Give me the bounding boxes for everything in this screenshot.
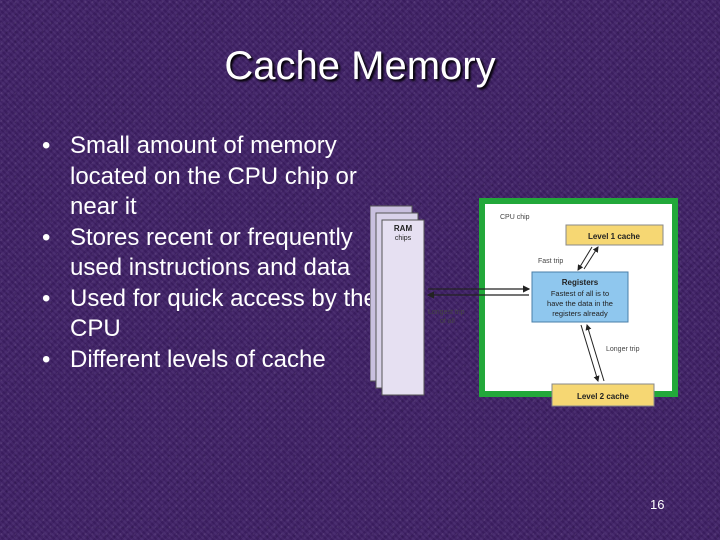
ram-sublabel: chips [395,235,412,242]
fast-trip-label: Fast trip [538,258,563,265]
slide-title: Cache Memory [224,44,496,88]
bullet-dot-icon: • [42,345,51,373]
level2-cache-label: Level 2 cache [577,392,630,401]
arrow-registers-to-l1 [583,246,599,270]
level1-cache-box [565,224,664,246]
longest-trip-label: Longest trip [428,309,465,316]
cache-diagram: RAM chips CPU chip Level 1 cache Registe… [369,195,688,410]
cpu-chip-label: CPU chip [500,214,530,221]
arrow-l2-to-registers [585,324,605,382]
registers-text-2: have the data in the [547,299,613,308]
bullet-item: • Stores recent or frequently used instru… [42,223,382,284]
arrow-registers-to-l2 [580,324,600,382]
level1-cache-label: Level 1 cache [588,232,641,241]
registers-text-1: Fastest of all is to [551,289,609,298]
bullet-item: • Small amount of memory located on the C… [42,131,382,223]
registers-title: Registers [562,278,599,287]
bullet-dot-icon: • [42,132,51,159]
longer-trip-label: Longer trip [606,346,640,353]
ram-chips: RAM chips [369,205,425,396]
bullet-dot-icon: • [42,223,51,251]
bullet-text: Stores recent or frequently used instruc… [70,223,353,282]
bullet-list: • Small amount of memory located on the C… [42,131,382,375]
bullet-dot-icon: • [42,284,51,312]
bullet-item: • Used for quick access by the CPU [42,284,382,345]
registers-text-3: registers already [552,309,608,318]
bullet-text: Used for quick access by the CPU [70,284,377,343]
ram-chip-front [381,219,425,396]
arrow-l1-to-registers [577,246,593,271]
page-number: 16 [650,497,665,512]
registers-box [531,271,629,323]
ram-label: RAM [394,224,413,233]
bullet-text: Different levels of cache [70,345,326,373]
level2-cache-box [551,383,655,407]
bullet-item: • Different levels of cache [42,345,382,376]
longest-trip-sublabel: of all [440,318,455,325]
bullet-text: Small amount of memory located on the CP… [70,132,357,220]
